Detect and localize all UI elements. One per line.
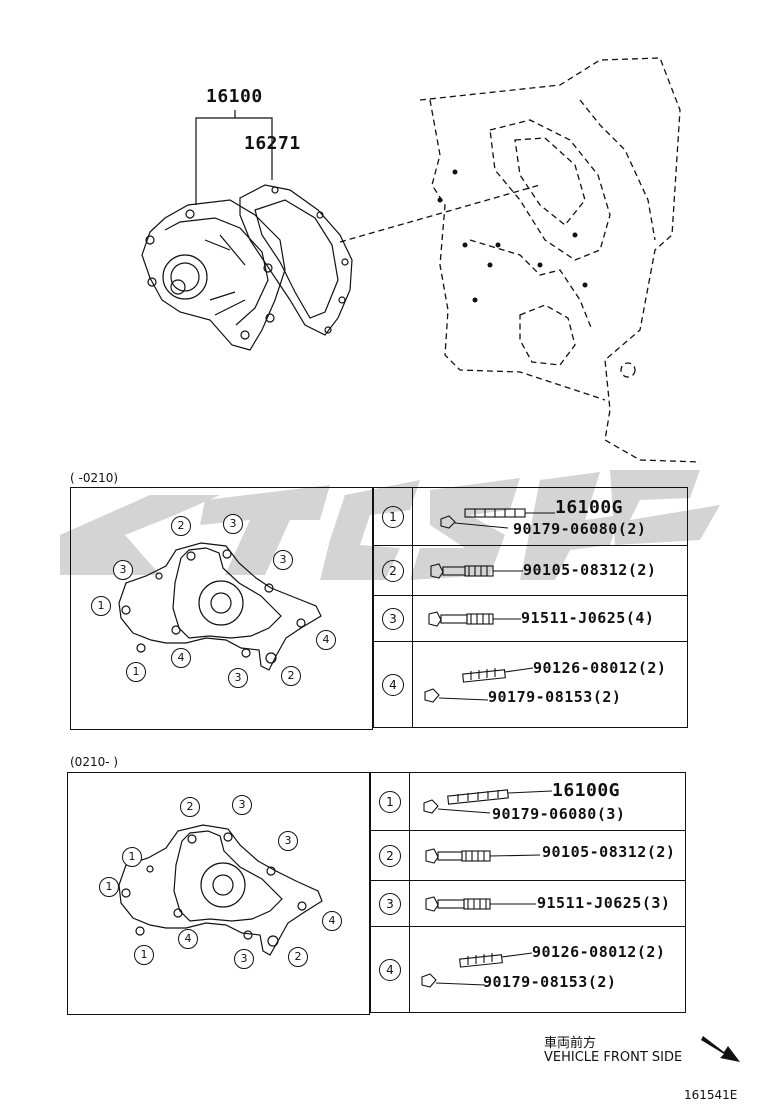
- position-marker: 1: [122, 847, 142, 867]
- position-marker: 4: [322, 911, 342, 931]
- position-marker: 1: [134, 945, 154, 965]
- position-marker: 3: [234, 949, 254, 969]
- bolt-position-diagram-2: 2 3 3 1 1 2 4 4 1 3: [67, 772, 370, 1015]
- row-number: 2: [379, 844, 401, 867]
- part-number: 90179-06080(2): [513, 520, 647, 538]
- position-marker: 1: [126, 662, 146, 682]
- vehicle-front-label-jp: 車両前方: [544, 1036, 597, 1051]
- part-number: 90126-08012(2): [533, 659, 667, 677]
- table-row: 4 90126-08012(2) 90179-08153(2): [373, 641, 688, 728]
- part-number: 90105-08312(2): [542, 843, 676, 861]
- stud-and-nut-icon: [424, 667, 534, 703]
- row-number: 3: [382, 607, 404, 630]
- table-row: 3 91511-J0625(4): [373, 595, 688, 642]
- position-marker: 1: [99, 877, 119, 897]
- vehicle-front-label-en: VEHICLE FRONT SIDE: [544, 1050, 683, 1065]
- part-number-16100: 16100: [206, 86, 263, 107]
- parts-table-2: 1 16100G 90179-06080(3) 2 90105-08312(2)…: [370, 772, 686, 1013]
- row-number: 1: [379, 790, 401, 813]
- position-marker: 3: [113, 560, 133, 580]
- row-number: 1: [382, 505, 404, 528]
- position-marker: 2: [171, 516, 191, 536]
- stud-and-nut-icon: [421, 952, 533, 988]
- part-number: 90105-08312(2): [523, 561, 657, 579]
- stud-bolt-icon: [440, 508, 555, 529]
- pump-outline-2: [118, 824, 323, 956]
- position-marker: 1: [91, 596, 111, 616]
- table-row: 3 91511-J0625(3): [370, 880, 686, 927]
- range-label-after-0210: (0210- ): [70, 755, 119, 769]
- figure-id: 161541E: [684, 1088, 738, 1102]
- table-row: 1 16100G 90179-06080(2): [373, 487, 688, 546]
- part-number: 91511-J0625(3): [537, 894, 671, 912]
- position-marker: 4: [178, 929, 198, 949]
- parts-table-1: 1 16100G 90179-06080(2) 2 90105-08312(2)…: [373, 487, 688, 728]
- position-marker: 3: [273, 550, 293, 570]
- part-number: 91511-J0625(4): [521, 609, 655, 627]
- pump-outline-1: [118, 542, 322, 671]
- position-marker: 3: [228, 668, 248, 688]
- row-number: 4: [379, 958, 401, 981]
- part-number: 16100G: [552, 780, 621, 801]
- position-marker: 2: [281, 666, 301, 686]
- table-row: 2 90105-08312(2): [370, 830, 686, 881]
- table-row: 1 16100G 90179-06080(3): [370, 772, 686, 831]
- row-number: 2: [382, 559, 404, 582]
- position-marker: 3: [278, 831, 298, 851]
- row-number: 3: [379, 892, 401, 915]
- part-number-16271: 16271: [244, 133, 301, 154]
- assembly-line: [339, 184, 541, 243]
- stud-bolt-icon: [423, 789, 553, 814]
- position-marker: 3: [223, 514, 243, 534]
- position-marker: 2: [180, 797, 200, 817]
- row-number: 4: [382, 673, 404, 696]
- bolt-position-diagram-1: 2 3 3 3 1 2 4 4 1 3: [70, 487, 373, 730]
- position-marker: 2: [288, 947, 308, 967]
- position-marker: 4: [171, 648, 191, 668]
- part-number: 90179-06080(3): [492, 805, 626, 823]
- flange-bolt-icon: [425, 896, 536, 912]
- part-number: 16100G: [555, 497, 624, 518]
- flange-bolt-icon: [428, 611, 521, 627]
- water-pump-exploded-view: [141, 57, 701, 463]
- part-number: 90126-08012(2): [532, 943, 666, 961]
- table-row: 4 90126-08012(2) 90179-08153(2): [370, 926, 686, 1013]
- part-number: 90179-08153(2): [483, 973, 617, 991]
- range-label-before-0210: ( -0210): [70, 471, 119, 485]
- table-row: 2 90105-08312(2): [373, 545, 688, 596]
- leader-16271: [235, 117, 273, 180]
- bolt-icon: [425, 848, 541, 864]
- position-marker: 4: [316, 630, 336, 650]
- part-number: 90179-08153(2): [488, 688, 622, 706]
- leader-16100: [195, 110, 236, 205]
- bolt-icon: [430, 563, 523, 579]
- position-marker: 3: [232, 795, 252, 815]
